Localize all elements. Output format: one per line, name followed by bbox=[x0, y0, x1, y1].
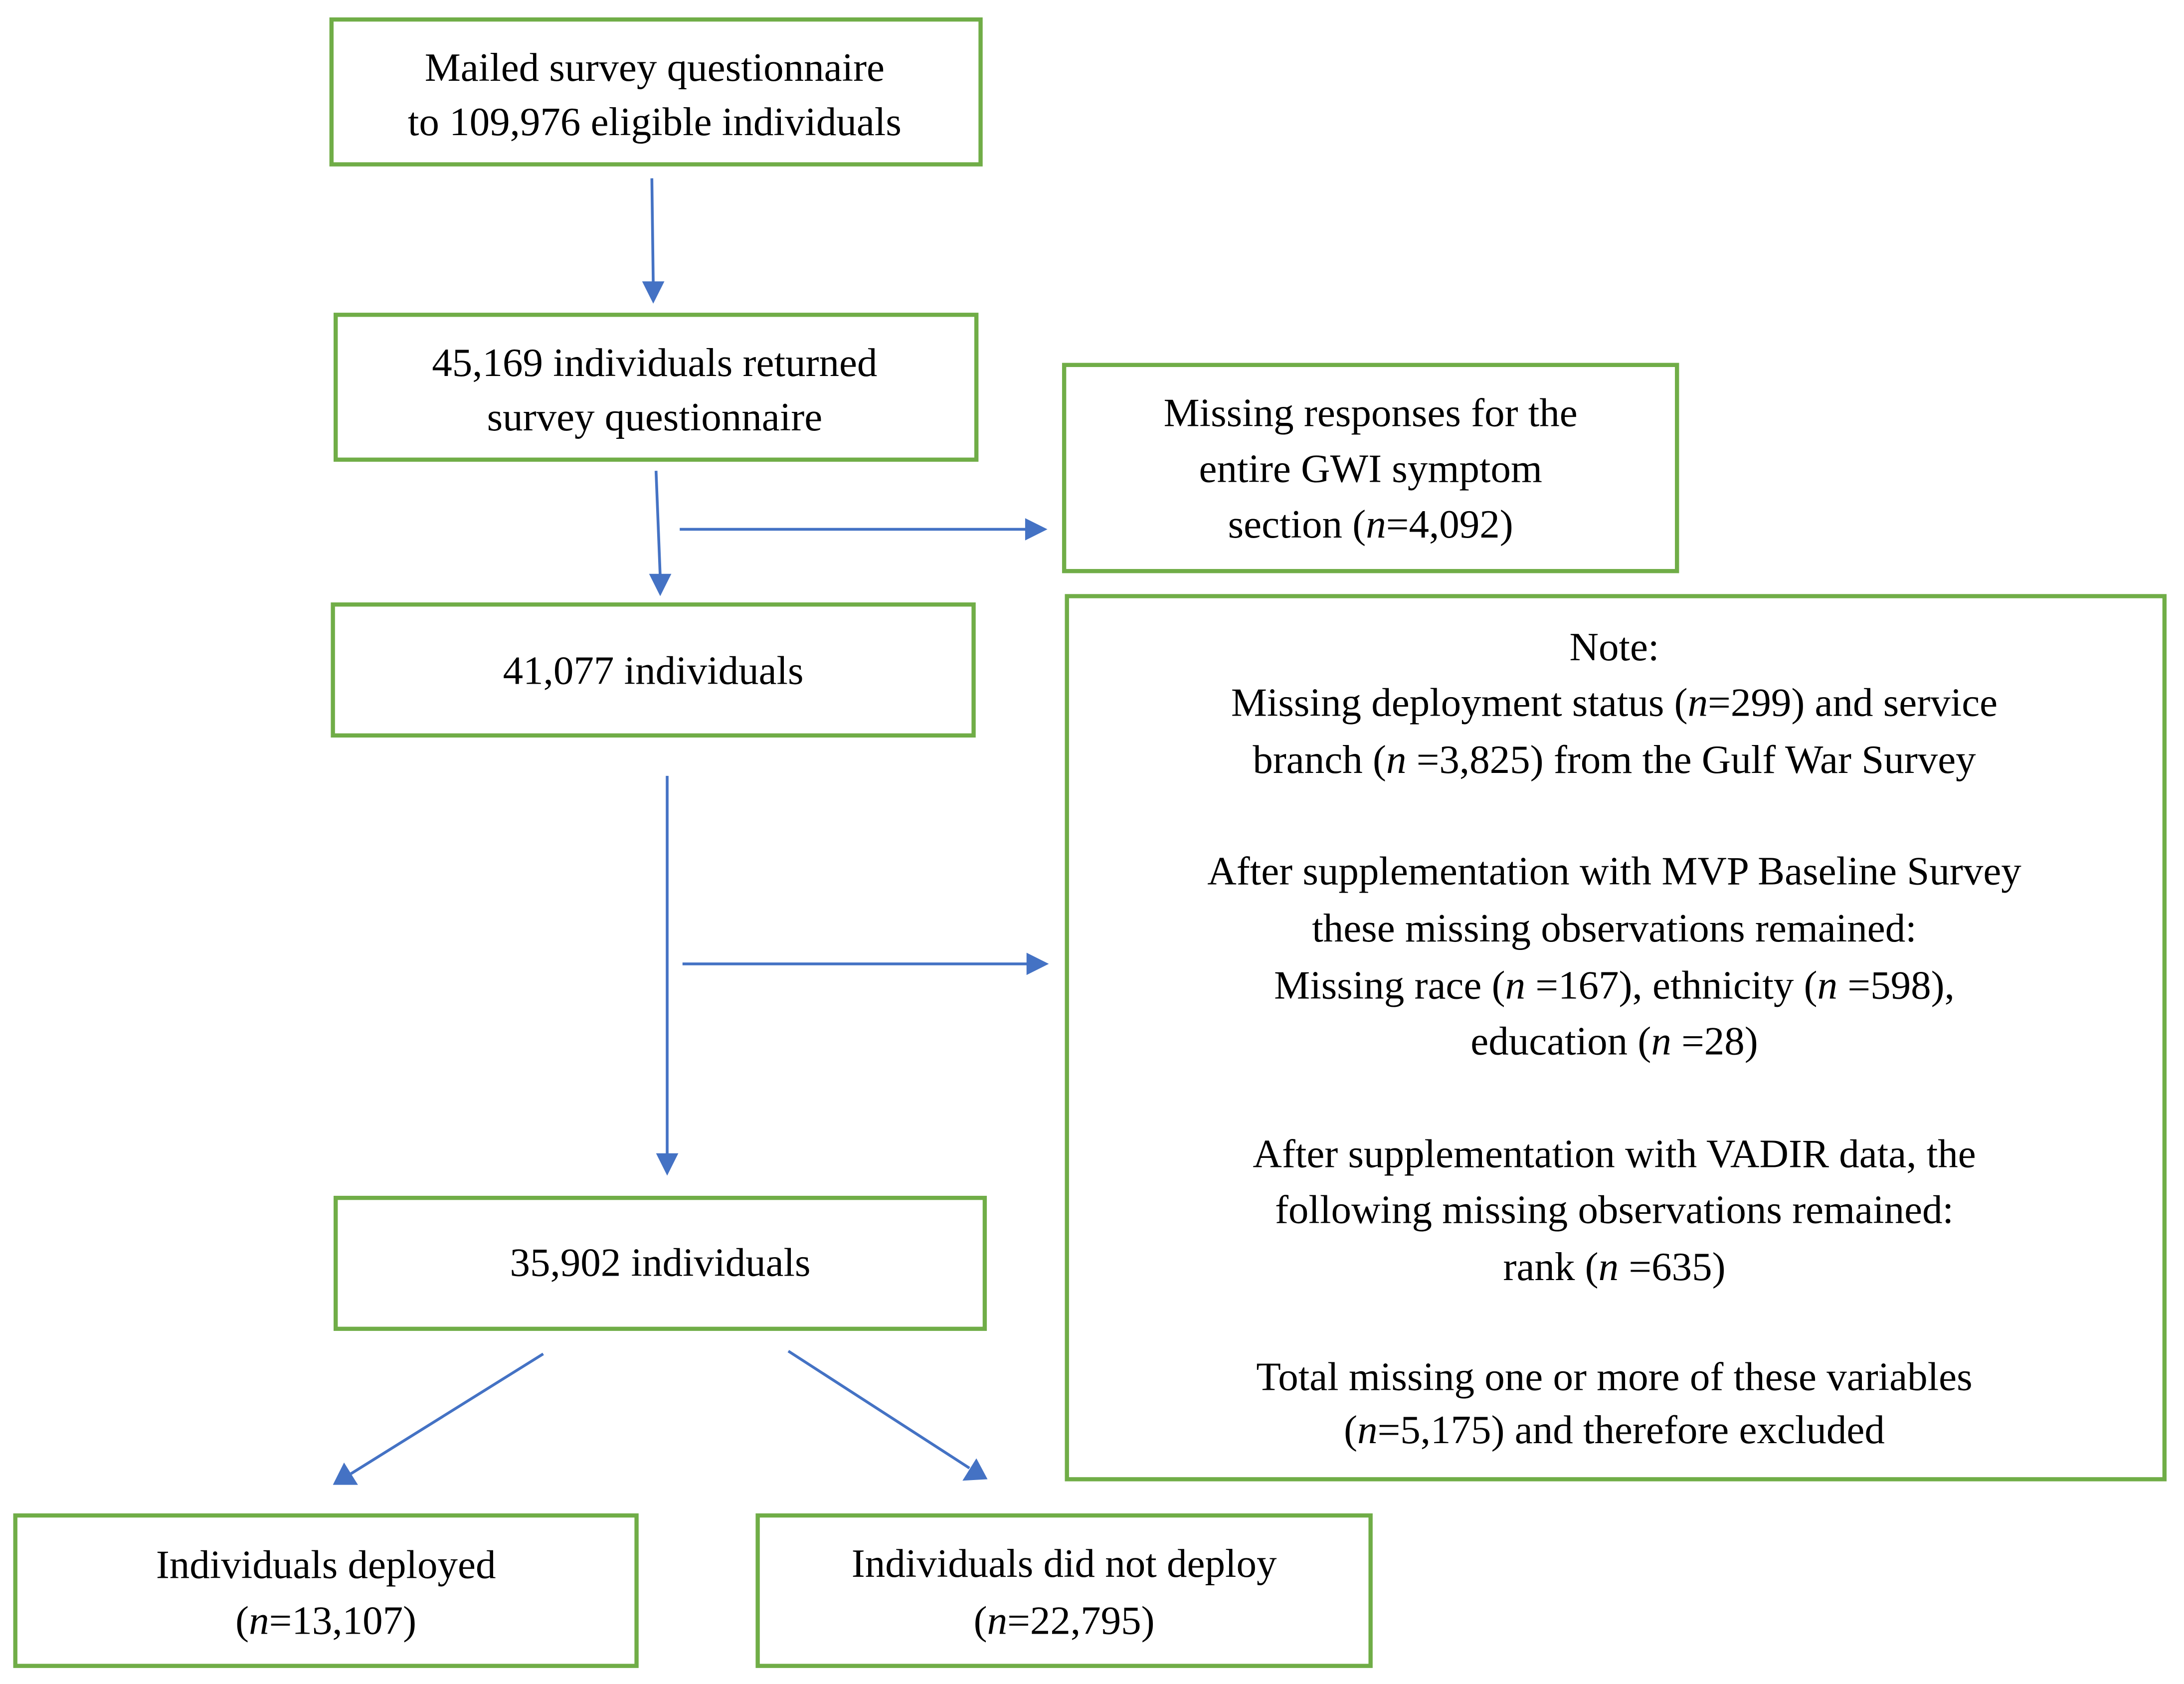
missing-gwi-box: Missing responses for the entire GWI sym… bbox=[1062, 363, 1679, 573]
returned-survey-box: 45,169 individuals returned survey quest… bbox=[334, 313, 979, 462]
note-deployment-line: Missing deployment status (n=299) and se… bbox=[1231, 680, 1998, 725]
arrow-final-to-deployed bbox=[333, 1352, 544, 1485]
note-total-line-1: Total missing one or more of these varia… bbox=[1256, 1354, 1972, 1399]
arrow-returned-to-after-gwi bbox=[649, 470, 672, 596]
arrow-to-missing-gwi bbox=[680, 518, 1048, 541]
missing-gwi-line-3: section (n=4,092) bbox=[1228, 502, 1513, 547]
note-total-line-2: (n=5,175) and therefore excluded bbox=[1344, 1407, 1885, 1452]
final-cohort-label: 35,902 individuals bbox=[510, 1240, 811, 1285]
mailed-line-1: Mailed survey questionnaire bbox=[425, 45, 885, 90]
note-mvp-line-1: After supplementation with MVP Baseline … bbox=[1207, 849, 2021, 894]
note-box: Note: Missing deployment status (n=299) … bbox=[1065, 594, 2167, 1482]
note-education-line: education (n =28) bbox=[1470, 1018, 1758, 1063]
note-mvp-line-2: these missing observations remained: bbox=[1312, 906, 1917, 950]
note-race-line: Missing race (n =167), ethnicity (n =598… bbox=[1274, 963, 1955, 1008]
not-deployed-line-1: Individuals did not deploy bbox=[852, 1541, 1277, 1586]
deployed-line-1: Individuals deployed bbox=[156, 1542, 496, 1587]
not-deployed-box: Individuals did not deploy (n=22,795) bbox=[755, 1513, 1373, 1668]
note-rank-line: rank (n =635) bbox=[1503, 1244, 1725, 1289]
deployed-box: Individuals deployed (n=13,107) bbox=[13, 1513, 639, 1668]
note-heading: Note: bbox=[1570, 624, 1659, 669]
note-vadir-line-2: following missing observations remained: bbox=[1275, 1187, 1954, 1232]
not-deployed-line-2: (n=22,795) bbox=[974, 1598, 1155, 1643]
missing-gwi-line-2: entire GWI symptom bbox=[1199, 446, 1542, 491]
missing-gwi-line-1: Missing responses for the bbox=[1164, 390, 1578, 435]
note-vadir-line-1: After supplementation with VADIR data, t… bbox=[1253, 1131, 1976, 1176]
final-cohort-box: 35,902 individuals bbox=[334, 1195, 987, 1331]
mailed-line-2: to 109,976 eligible individuals bbox=[408, 99, 902, 144]
arrow-final-to-not-deployed bbox=[787, 1350, 988, 1481]
deployed-line-2: (n=13,107) bbox=[235, 1598, 416, 1643]
returned-line-1: 45,169 individuals returned bbox=[432, 340, 877, 385]
arrow-to-note bbox=[682, 952, 1049, 975]
note-branch-line: branch (n =3,825) from the Gulf War Surv… bbox=[1253, 737, 1976, 782]
after-gwi-label: 41,077 individuals bbox=[503, 648, 804, 693]
returned-line-2: survey questionnaire bbox=[487, 394, 823, 439]
mailed-survey-box: Mailed survey questionnaire to 109,976 e… bbox=[329, 17, 983, 167]
arrow-after-gwi-to-final bbox=[656, 775, 679, 1176]
after-gwi-box: 41,077 individuals bbox=[331, 602, 976, 738]
arrow-mailed-to-returned bbox=[642, 178, 665, 304]
